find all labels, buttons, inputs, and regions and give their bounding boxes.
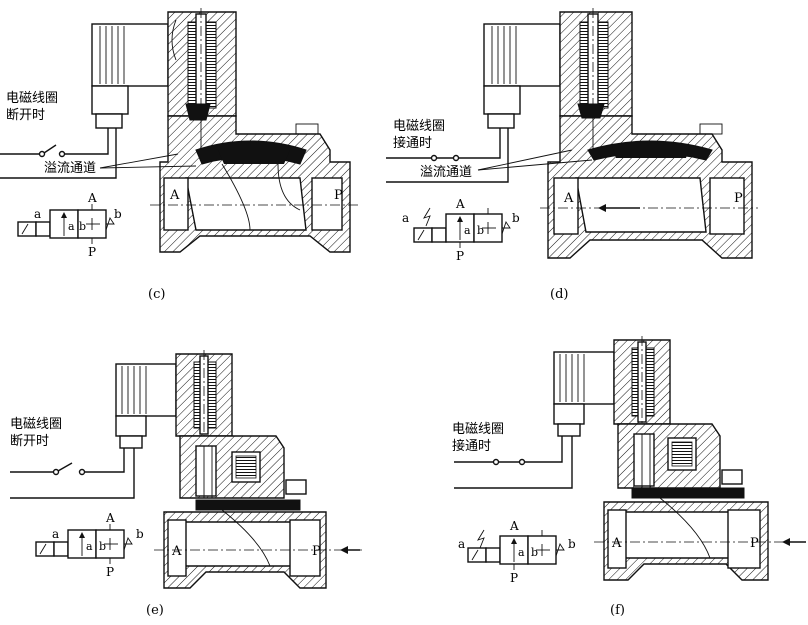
valve-body [594,487,806,581]
coil-label-line2: 断开时 [6,108,45,123]
symbol-port-a: A [509,519,519,533]
symbol-a-outer: a [402,211,409,225]
switch-closed [386,128,509,183]
valve-body [150,103,358,253]
symbol-port-p: P [88,245,96,259]
valve-body [154,499,362,589]
port-label-p: P [734,191,743,206]
symbol-a-outer: a [458,537,465,551]
valve-symbol [467,529,565,570]
switch-closed [454,436,573,489]
port-label-p: P [334,188,343,203]
caption-d: (d) [550,287,568,302]
pilot-body [179,435,307,499]
symbol-port-p: P [456,249,464,263]
symbol-a-inner: a [86,540,93,553]
connector-plug [115,363,177,449]
valve-body [540,103,758,259]
power-bolt-icon [422,207,431,227]
symbol-port-a: A [87,191,97,205]
power-bolt-icon [476,529,485,549]
port-label-a: A [171,544,182,559]
symbol-a-outer: a [34,207,41,221]
solenoid-housing [167,8,237,118]
coil-label-line1: 电磁线圈 [10,417,62,432]
symbol-port-a: A [455,197,465,211]
symbol-b-outer: b [568,537,576,551]
symbol-a-outer: a [52,527,59,541]
switch-open [0,128,117,179]
coil-label-line2: 接通时 [452,438,491,454]
symbol-a-inner: a [68,220,75,233]
valve-symbol [413,207,511,248]
solenoid-housing [559,8,633,118]
panel-f: A P 电磁线圈 接通时 a b A [452,336,806,618]
symbol-port-a: A [105,511,115,525]
port-label-a: A [563,191,574,206]
port-label-p: P [750,536,759,551]
connector-plug [91,23,169,129]
connector-plug [483,23,561,129]
port-label-p: P [312,544,321,559]
caption-c: (c) [148,287,165,302]
symbol-b-inner: b [79,220,86,233]
coil-label-line1: 电磁线圈 [393,119,445,134]
panel-d: A P 电磁线圈 接通时 溢流通道 [386,8,758,302]
port-label-a: A [611,536,622,551]
valve-symbol [17,204,115,244]
solenoid-housing [175,350,233,440]
caption-e: (e) [146,603,164,618]
symbol-a-inner: a [464,224,471,237]
coil-label-line2: 断开时 [10,434,49,449]
symbol-b-inner: b [531,546,538,559]
symbol-a-inner: a [518,546,525,559]
symbol-b-inner: b [477,224,484,237]
coil-label-line2: 接通时 [393,135,432,151]
symbol-port-p: P [510,571,518,585]
symbol-port-p: P [106,565,114,579]
connector-plug [553,351,615,437]
channel-label: 溢流通道 [420,165,472,180]
symbol-b-inner: b [99,540,106,553]
symbol-b-outer: b [512,211,520,225]
channel-label: 溢流通道 [44,161,96,176]
panel-c: A P 电磁线圈 断开时 溢流通道 [0,8,358,302]
caption-f: (f) [610,603,625,618]
symbol-b-outer: b [136,527,144,541]
symbol-b-outer: b [114,207,122,221]
pilot-body [617,423,743,489]
port-label-a: A [169,188,180,203]
valve-symbol [35,524,133,564]
panel-e: A P 电磁线圈 断开时 a b A P [10,350,362,618]
solenoid-housing [613,336,671,428]
switch-open [10,448,135,499]
coil-label-line1: 电磁线圈 [6,91,58,106]
coil-label-line1: 电磁线圈 [452,422,504,437]
